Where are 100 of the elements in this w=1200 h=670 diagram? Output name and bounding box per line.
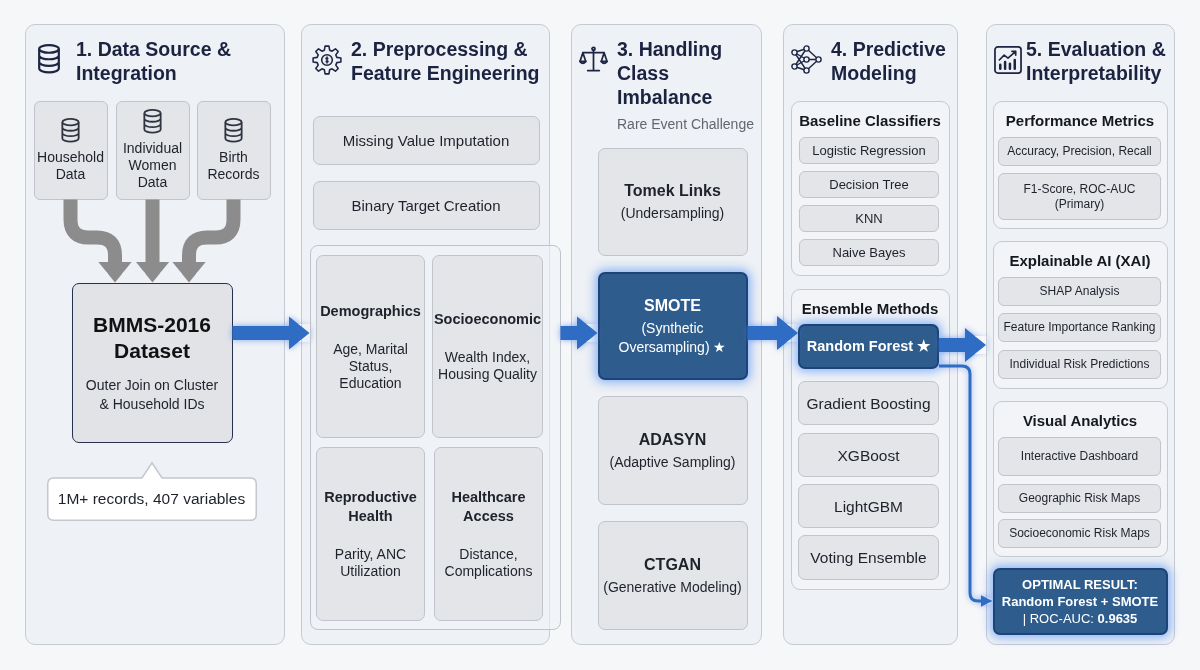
stage-panel (25, 24, 285, 645)
metric-card (998, 350, 1161, 379)
method-label: Random Forest ★ (806, 337, 931, 356)
panel-title: 3. Handling Class Imbalance (617, 37, 724, 109)
method-label: Voting Ensemble (810, 548, 927, 567)
category-panel (790, 288, 950, 590)
panel-title: 2. Preprocessing & Feature Engineering (351, 37, 541, 85)
method-description: (Undersampling) (620, 204, 725, 223)
arrow (939, 328, 986, 362)
category-title: Ensemble Methods (801, 298, 939, 318)
method-label: Logistic Regression (812, 142, 926, 159)
feature-group-title: Reproductive Health (323, 488, 418, 526)
dataset-title: BMMS-2016 Dataset (92, 311, 212, 364)
metric-card (998, 173, 1161, 220)
category-panel (992, 400, 1168, 557)
method-card (799, 205, 939, 232)
metric-card (998, 437, 1161, 476)
data-source-card (115, 100, 190, 200)
method-name: ADASYN (638, 429, 707, 450)
method-card (799, 137, 939, 164)
result-card (992, 567, 1168, 635)
metric-label: SHAP Analysis (1039, 284, 1120, 299)
category-title: Performance Metrics (1005, 110, 1155, 130)
panel-title: 1. Data Source & Integration (76, 37, 232, 85)
arrow (135, 199, 170, 283)
feature-group-title: Healthcare Access (450, 488, 527, 526)
feature-group-frame (309, 244, 561, 630)
method-name: Tomek Links (624, 181, 721, 201)
category-title: Explainable AI (XAI) (1009, 250, 1151, 270)
feature-list: Wealth Index, Housing Quality (435, 349, 540, 383)
stage-panel (571, 24, 762, 645)
category-panel (790, 100, 950, 276)
method-label: Naive Bayes (832, 244, 906, 261)
method-label: LightGBM (834, 496, 903, 516)
method-label: XGBoost (837, 445, 900, 465)
metric-label: Geographic Risk Maps (1018, 491, 1141, 506)
method-card (798, 381, 939, 425)
method-description: (Generative Modeling) (603, 577, 742, 597)
category-panel (992, 240, 1168, 389)
arrow (747, 316, 798, 350)
data-source-card (33, 100, 108, 200)
category-title: Visual Analytics (1022, 410, 1138, 430)
metric-label: Feature Importance Ranking (1003, 320, 1156, 335)
panel-title: 5. Evaluation & Interpretability (1026, 37, 1167, 85)
stage-panel (986, 24, 1175, 645)
method-card (799, 171, 939, 198)
method-description: (Synthetic Oversampling) ★ (617, 318, 728, 357)
feature-card (432, 255, 543, 438)
method-card (798, 433, 939, 477)
method-name: SMOTE (644, 295, 701, 316)
callout-text: 1M+ records, 407 variables (57, 489, 246, 509)
step-label: Missing Value Imputation (342, 130, 510, 150)
arrow (939, 364, 993, 607)
source-label: Individual Women Data (121, 140, 184, 191)
feature-group-title: Socioeconomic (433, 310, 542, 329)
process-step-card (312, 115, 540, 165)
metric-label: Accuracy, Precision, Recall (1007, 144, 1152, 159)
method-label: KNN (855, 210, 883, 227)
highlighted-method-card (597, 271, 748, 380)
metric-card (998, 277, 1161, 306)
dataset-description: Outer Join on Cluster & Household IDs (84, 375, 220, 414)
method-card (799, 239, 939, 266)
method-card (597, 147, 748, 256)
metric-card (998, 313, 1161, 342)
metric-label: Interactive Dashboard (1020, 449, 1139, 464)
feature-card (316, 447, 425, 621)
panel-subtitle: Rare Event Challenge (617, 115, 754, 133)
method-card (597, 520, 748, 630)
feature-list: Age, Marital Status, Education (319, 340, 422, 392)
method-card (798, 535, 939, 580)
metric-label: Socioeconomic Risk Maps (1009, 526, 1150, 541)
method-label: Decision Tree (829, 176, 909, 193)
result-title: OPTIMAL RESULT: Random Forest + SMOTE (1000, 575, 1160, 610)
method-description: (Adaptive Sampling) (609, 452, 736, 472)
result-metric: | ROC-AUC: 0.9635 (1022, 609, 1138, 627)
feature-card (434, 447, 543, 621)
metric-card (998, 137, 1161, 166)
process-step-card (312, 180, 540, 230)
arrow (232, 316, 310, 350)
category-title: Baseline Classifiers (799, 110, 941, 130)
callout-bubble (46, 461, 257, 521)
metric-label: F1-Score, ROC-AUC (Primary) (1022, 181, 1137, 212)
metric-card (998, 519, 1161, 548)
source-label: Household Data (36, 148, 105, 183)
feature-list: Parity, ANC Utilization (319, 546, 422, 580)
method-card (597, 395, 748, 505)
method-card (798, 484, 939, 528)
data-source-card (196, 100, 271, 200)
category-panel (992, 100, 1168, 229)
method-name: CTGAN (644, 554, 701, 575)
dataset-card (71, 282, 233, 443)
arrow (560, 316, 598, 350)
feature-card (316, 255, 425, 438)
source-label: Birth Records (206, 148, 261, 183)
method-label: Gradient Boosting (806, 393, 931, 413)
metric-card (998, 484, 1161, 513)
stage-panel (783, 24, 958, 645)
feature-group-title: Demographics (320, 301, 421, 321)
panel-title: 4. Predictive Modeling (831, 37, 947, 85)
step-label: Binary Target Creation (351, 195, 501, 215)
